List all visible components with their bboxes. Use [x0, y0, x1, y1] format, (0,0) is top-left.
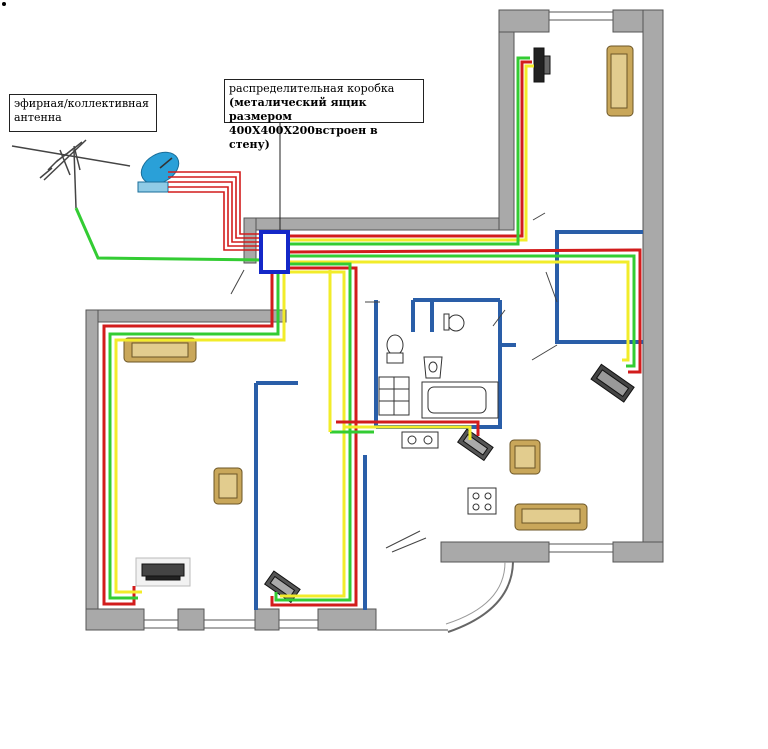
wall-bottom-2 — [177, 608, 205, 631]
antenna-label: эфирная/коллективная антенна — [14, 97, 149, 124]
tv-icon — [533, 47, 551, 83]
wall-bottom-1 — [85, 608, 145, 631]
balcony-arc — [447, 561, 514, 633]
cable-upper-right — [288, 56, 534, 246]
box-label-line2: (металический ящик размером — [229, 96, 367, 123]
tv-icon — [135, 557, 191, 587]
kitchen-sink-icon — [401, 431, 439, 449]
balcony-arc-inner — [445, 561, 506, 625]
washer-cabinet-icon — [378, 376, 410, 416]
bathtub-icon — [421, 381, 499, 419]
tv-icon — [264, 570, 301, 604]
tv-antenna-icon — [11, 139, 131, 209]
bathroom — [378, 313, 499, 515]
door-line — [385, 530, 421, 549]
windows — [143, 11, 614, 629]
wall-right-room-right — [642, 9, 664, 563]
sofa-icon — [123, 337, 197, 363]
box-label-line3: 400Х400Х200встроен в стену) — [229, 124, 378, 151]
wall-right-room-left — [498, 9, 515, 231]
corner-dot — [2, 2, 6, 6]
wall-left-room-left — [85, 309, 99, 631]
tv-icon — [590, 363, 635, 403]
wall-center-left — [243, 217, 257, 264]
furniture — [123, 45, 634, 531]
door-line — [545, 271, 558, 303]
window-bottom-1 — [143, 619, 179, 629]
partitions — [254, 230, 643, 610]
door-line — [532, 212, 546, 221]
wall-left-room-top — [85, 309, 287, 323]
wall-right-room-bottom-a — [440, 541, 550, 563]
wall-bottom-4 — [317, 608, 377, 631]
wall-right-room-top-a — [498, 9, 550, 33]
wall-center-top — [243, 217, 515, 231]
partition-right-nook — [555, 230, 643, 344]
toilet-icon — [386, 334, 404, 364]
sink-icon — [423, 356, 443, 379]
cable-right-room — [287, 248, 642, 374]
toilet-icon — [443, 313, 465, 332]
sofa-icon — [606, 45, 634, 117]
window-bottom-2 — [203, 619, 256, 629]
cable-left-room — [102, 270, 286, 606]
wall-bottom-3 — [254, 608, 280, 631]
door-line — [531, 344, 558, 361]
window-bottom-right — [548, 543, 614, 553]
satellite-dish-icon — [137, 151, 180, 193]
cable-center — [270, 262, 480, 607]
door-line — [230, 269, 245, 295]
box-label-line1: распределительная коробка — [229, 82, 395, 95]
cable-antenna-green — [74, 207, 263, 262]
stove-icon — [467, 487, 497, 515]
distribution-box-callout: распределительная коробка (металический … — [224, 79, 424, 151]
tv-icon — [457, 428, 494, 462]
sofa-icon — [514, 503, 588, 531]
door-lines — [230, 212, 558, 553]
door-line — [391, 537, 427, 553]
door-line — [492, 309, 506, 327]
outer-walls — [85, 9, 664, 631]
armchair-icon — [213, 467, 243, 505]
armchair-icon — [509, 439, 541, 475]
antenna-callout: эфирная/коллективная антенна — [9, 94, 157, 132]
window-top-right — [548, 11, 614, 21]
wall-right-room-bottom-b — [612, 541, 664, 563]
partition-bath-right — [498, 300, 516, 347]
window-bottom-3 — [278, 619, 319, 629]
distribution-box — [259, 230, 290, 274]
cable-dish-bundle — [168, 171, 262, 251]
